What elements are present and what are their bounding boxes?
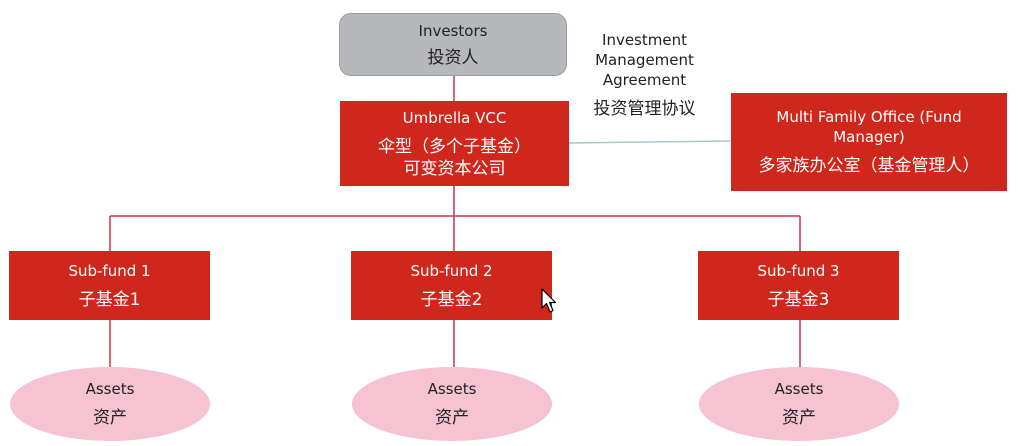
mfo-label-en-1: Multi Family Office (Fund — [776, 108, 962, 126]
agreement-label: Investment Management Agreement 投资管理协议 — [572, 30, 717, 120]
subfund-1-box: Sub-fund 1 子基金1 — [9, 251, 210, 320]
agreement-label-en-2: Management — [595, 51, 694, 69]
subfund-1-label-en: Sub-fund 1 — [68, 261, 151, 280]
subfund-3-box: Sub-fund 3 子基金3 — [698, 251, 899, 320]
agreement-label-en-1: Investment — [602, 31, 687, 49]
umbrella-label-cn-2: 可变资本公司 — [403, 158, 506, 179]
assets-2-label-en: Assets — [427, 380, 477, 398]
investors-box: Investors 投资人 — [339, 13, 567, 76]
subfund-2-label-en: Sub-fund 2 — [410, 261, 493, 280]
umbrella-vcc-box: Umbrella VCC 伞型（多个子基金） 可变资本公司 — [340, 101, 569, 186]
agreement-label-cn: 投资管理协议 — [593, 99, 696, 119]
mfo-label-en-2: Manager) — [833, 128, 905, 146]
umbrella-label-en: Umbrella VCC — [402, 108, 507, 127]
investors-label-cn: 投资人 — [427, 47, 479, 68]
assets-1-label-en: Assets — [85, 380, 135, 398]
subfund-2-label-cn: 子基金2 — [420, 289, 483, 310]
agreement-label-en-3: Agreement — [602, 71, 687, 89]
assets-1-label-cn: 资产 — [93, 408, 127, 428]
assets-3-label-en: Assets — [774, 380, 824, 398]
assets-3-ellipse: Assets 资产 — [699, 367, 899, 441]
multi-family-office-box: Multi Family Office (Fund Manager) 多家族办公… — [731, 93, 1007, 191]
subfund-2-box: Sub-fund 2 子基金2 — [351, 251, 552, 320]
assets-2-ellipse: Assets 资产 — [352, 367, 552, 441]
connector-umbrella-mfo — [568, 140, 732, 144]
assets-1-ellipse: Assets 资产 — [10, 367, 210, 441]
mouse-pointer-icon — [541, 288, 557, 313]
assets-2-label-cn: 资产 — [435, 408, 469, 428]
subfund-3-label-en: Sub-fund 3 — [757, 261, 840, 280]
assets-3-label-cn: 资产 — [782, 408, 816, 428]
umbrella-label-cn-1: 伞型（多个子基金） — [378, 136, 531, 157]
investors-label-en: Investors — [418, 21, 488, 40]
subfund-3-label-cn: 子基金3 — [767, 289, 830, 310]
subfund-1-label-cn: 子基金1 — [78, 289, 141, 310]
mfo-label-cn: 多家族办公室（基金管理人） — [758, 156, 980, 176]
